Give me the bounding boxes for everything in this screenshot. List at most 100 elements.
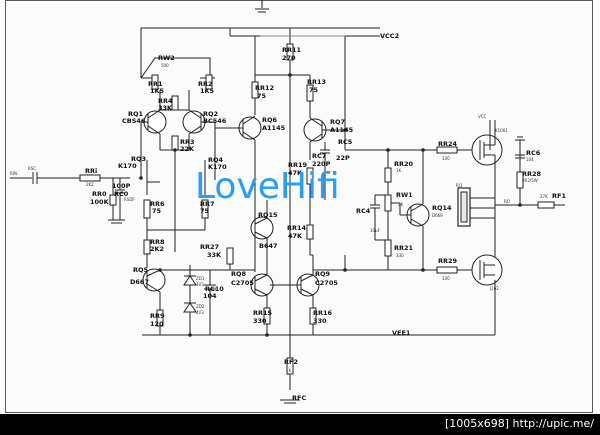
value-rq3: K170	[118, 162, 137, 170]
value-rq4: K170	[208, 163, 227, 171]
label-rq2: RQ2	[203, 110, 218, 118]
label-rr3: RR3	[180, 138, 195, 146]
value-zd2: 4V3	[196, 310, 204, 315]
label-rr6: RR6	[150, 200, 165, 208]
label-zd1: ZD1	[196, 276, 205, 281]
value-rr28: 8R2/5W	[522, 178, 538, 183]
label-rq3: RQ3	[131, 155, 146, 163]
label-rq4: RQ4	[208, 156, 224, 164]
label-rr13: RR13	[307, 78, 326, 86]
value-rq14: D669	[432, 213, 443, 218]
label-rr0: RR0	[92, 190, 107, 198]
junctions	[139, 73, 522, 337]
label-zd2: ZD2	[196, 304, 205, 309]
value-rr20: 1K	[396, 168, 402, 173]
label-rq14: RQ14	[432, 204, 452, 212]
label-rq7: RQ7	[330, 118, 345, 126]
label-rc10: RC10	[205, 285, 224, 293]
label-rc6: RC6	[526, 149, 541, 157]
label-rr12: RR12	[255, 84, 274, 92]
label-rf2: RF2	[284, 358, 298, 366]
value-rq6: A1145	[262, 124, 286, 132]
label-rr21: RR21	[394, 244, 414, 252]
value-rc4: 10uF	[370, 228, 381, 233]
label-rr15: RR15	[253, 309, 273, 317]
label-rf1: RF1	[552, 192, 566, 200]
label-rw2: RW2	[158, 54, 175, 62]
label-rr27: RR27	[200, 243, 219, 251]
value-rr19: 47K	[288, 169, 303, 177]
value-rr0: 100K	[90, 198, 110, 206]
label-rq9: RQ9	[315, 270, 331, 278]
label-rq1: RQ1	[128, 110, 144, 118]
label-rw1: RW1	[396, 191, 413, 199]
label-q-p: J162	[489, 286, 499, 291]
label-rsc: RSC	[28, 166, 36, 171]
label-rr16: RR16	[313, 309, 333, 317]
label-rq15: RQ15	[258, 211, 278, 219]
label-rq8: RQ8	[231, 270, 247, 278]
label-rr4: RR4	[158, 97, 173, 105]
value-rc7: 220P	[312, 160, 331, 168]
value-rr13: 75	[309, 86, 319, 94]
value-rr14: 47K	[288, 232, 303, 240]
value-rr29: 330	[442, 276, 450, 281]
wires	[10, 0, 565, 404]
value-rq15: B647	[259, 242, 278, 250]
label-rr1: RR1	[148, 80, 163, 88]
value-rr2: 1K5	[200, 87, 215, 95]
value-rf1: 27K	[540, 194, 548, 199]
component-labels: VCC2 VEE1 RW2 500 RR1 1K5 RR2 1K5 RR4 33…	[10, 32, 566, 402]
value-rr4: 33K	[158, 104, 173, 112]
value-rr16: 330	[313, 317, 327, 325]
label-rq6: RQ6	[262, 116, 278, 124]
label-rr19: RR19	[288, 161, 308, 169]
value-rr9: 120	[150, 320, 164, 328]
label-rr29: RR29	[438, 257, 458, 265]
value-rw1: 2K	[398, 202, 404, 207]
label-rr11: RR11	[282, 46, 302, 54]
label-rr14: RR14	[287, 224, 307, 232]
value-rr7: 75	[200, 207, 210, 215]
label-q-n: K1001	[495, 128, 508, 133]
value-rr6: 75	[152, 207, 162, 215]
circuit-schematic: VCC2 VEE1 RW2 500 RR1 1K5 RR2 1K5 RR4 33…	[10, 0, 566, 404]
label-rfc: RFC	[292, 394, 306, 402]
label-rc7: RC7	[312, 152, 326, 160]
value-rw2: 500	[161, 63, 169, 68]
label-rr2: RR2	[198, 80, 213, 88]
label-out: RO	[504, 199, 510, 204]
value-rc10: 104	[203, 292, 217, 300]
watermark-text: LoveHifi	[195, 166, 340, 207]
rail-label-vcc: VCC2	[380, 32, 399, 40]
label-rr24: RR24	[438, 140, 458, 148]
value-rr15: 330	[253, 317, 267, 325]
value-rq2: BC546	[203, 117, 227, 125]
value-zd1: 4V3	[196, 282, 204, 287]
rail-label-vee: VEE1	[392, 329, 411, 337]
label-rc5: RC5	[338, 138, 353, 146]
label-rr9: RR9	[150, 312, 165, 320]
label-rr1-in: RRi	[85, 167, 97, 175]
label-c100p: 100P	[112, 182, 131, 190]
value-rq1: CBS46	[122, 117, 146, 125]
value-rr12: 75	[257, 92, 267, 100]
value-rr1-in: 2K2	[86, 182, 94, 187]
value-rr3: 22K	[180, 145, 195, 153]
value-rq5: D667	[130, 278, 149, 286]
value-rr24: 330	[442, 156, 450, 161]
value-rq9: C2705	[315, 279, 338, 287]
label-rin: RIN	[10, 171, 17, 176]
value-rc6: 104	[526, 157, 534, 162]
label-rr7: RR7	[200, 200, 215, 208]
value-rf2: 1K	[286, 368, 292, 373]
label-rc4: RC4	[356, 207, 371, 215]
image-footer-bar: [1005x698] http://upic.me/	[0, 414, 600, 435]
value-vcc-q: VCC	[478, 114, 487, 119]
value-rq7: A1145	[330, 126, 354, 134]
image-footer-text: [1005x698] http://upic.me/	[444, 417, 594, 430]
label-jack: RJ1	[456, 183, 463, 188]
value-rr8: 2K2	[150, 245, 164, 253]
value-rq8: C2705	[231, 279, 254, 287]
